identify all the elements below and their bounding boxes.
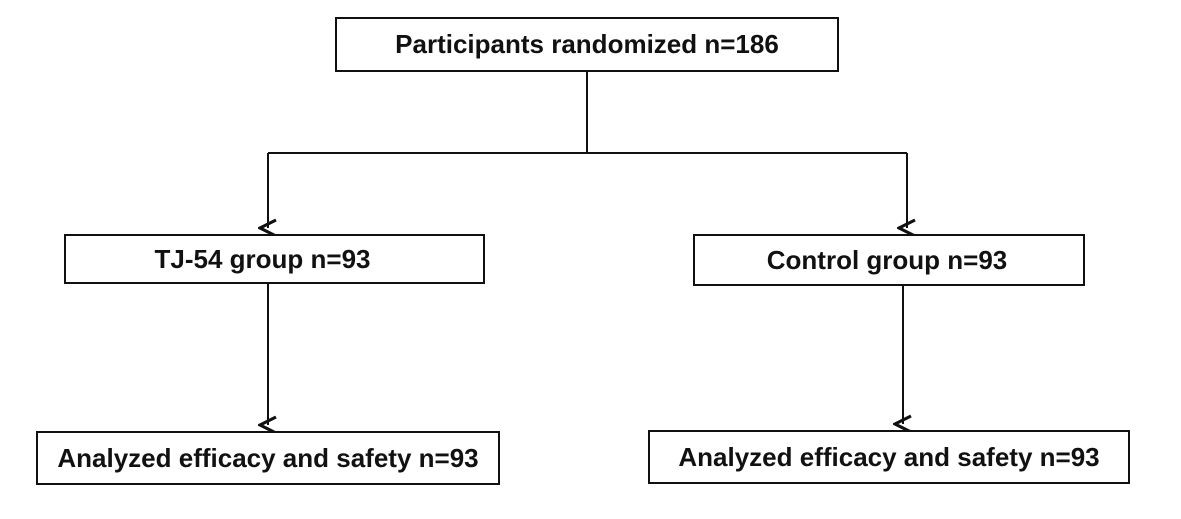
control-analyzed-label: Analyzed efficacy and safety n=93 [678,441,1100,472]
tj54-analyzed-box: Analyzed efficacy and safety n=93 [36,431,500,485]
tj54-group-box: TJ-54 group n=93 [64,234,485,284]
randomized-box: Participants randomized n=186 [335,17,839,72]
control-group-label: Control group n=93 [766,244,1008,275]
tj54-group-label: TJ-54 group n=93 [154,243,371,274]
randomized-label: Participants randomized n=186 [395,29,779,59]
control-analyzed-box: Analyzed efficacy and safety n=93 [648,430,1130,484]
tj54-analyzed-label: Analyzed efficacy and safety n=93 [57,442,479,473]
control-group-box: Control group n=93 [693,234,1085,286]
